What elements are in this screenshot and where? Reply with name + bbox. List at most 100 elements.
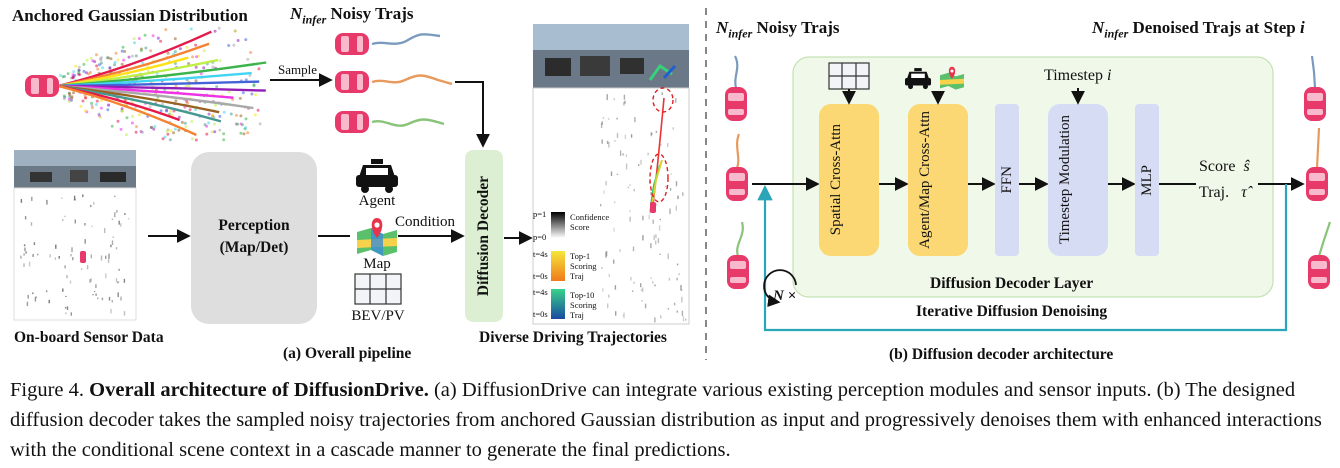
lidar-point <box>93 202 95 205</box>
loop-label: N × <box>773 288 797 304</box>
lidar-point <box>74 219 76 224</box>
scatter-dot <box>82 62 86 66</box>
map-point <box>685 318 687 321</box>
scatter-dot <box>77 65 81 69</box>
lidar-point <box>84 223 86 226</box>
scatter-dot <box>143 33 147 37</box>
lidar-point <box>27 294 29 299</box>
scatter-dot <box>113 60 117 64</box>
timestep-label: Timestep i <box>1044 67 1112 84</box>
scatter-dot <box>218 128 222 132</box>
lidar-point <box>72 257 74 261</box>
lidar-point <box>23 253 25 256</box>
scatter-dot <box>165 129 169 133</box>
scatter-dot <box>87 72 91 76</box>
map-point <box>602 288 604 292</box>
scatter-dot <box>222 132 226 136</box>
scatter-dot <box>132 37 136 41</box>
lidar-point <box>66 306 69 310</box>
lidar-point <box>116 209 118 213</box>
map-point <box>642 235 644 241</box>
lidar-point <box>73 195 76 201</box>
lidar-point <box>100 255 103 261</box>
map-point <box>655 203 658 206</box>
map-point <box>622 153 624 156</box>
map-point <box>660 144 662 146</box>
lidar-point <box>32 254 34 257</box>
scatter-dot <box>194 108 198 112</box>
scatter-dot <box>89 56 93 60</box>
scatter-dot <box>123 50 127 53</box>
scatter-dot <box>222 138 226 142</box>
scatter-dot <box>211 113 215 117</box>
scatter-dot <box>189 27 193 31</box>
scatter-dot <box>241 91 245 95</box>
scatter-dot <box>194 43 198 47</box>
lidar-point <box>64 265 66 269</box>
top10-colorbar <box>551 289 565 319</box>
legend-top1-title: Top-1 Scoring Traj <box>570 251 597 281</box>
lidar-point <box>111 240 114 245</box>
scatter-dot <box>125 116 129 120</box>
scatter-dot <box>248 74 252 77</box>
map-point <box>613 98 615 101</box>
lidar-point <box>62 288 64 292</box>
scatter-dot <box>211 65 215 69</box>
score-output: Score ŝ <box>1199 158 1250 175</box>
lidar-point <box>28 261 31 267</box>
scatter-dot <box>239 131 243 135</box>
scatter-dot <box>105 56 109 60</box>
scatter-dot <box>218 59 222 63</box>
scatter-dot <box>218 114 222 118</box>
scatter-dot <box>205 132 209 136</box>
lidar-point <box>64 306 67 309</box>
map-point <box>682 316 685 322</box>
agentmap-label: Agent/Map Cross-Attn <box>917 111 933 249</box>
scatter-dot <box>184 125 188 129</box>
scatter-dot <box>152 127 156 131</box>
scatter-dot <box>217 26 221 30</box>
map-point <box>667 308 670 310</box>
perception-line2: (Map/Det) <box>219 239 289 256</box>
scatter-dot <box>151 34 155 38</box>
scatter-dot <box>232 43 236 47</box>
scatter-dot <box>149 49 153 53</box>
lidar-point <box>101 297 104 301</box>
scatter-dot <box>242 132 246 136</box>
map-point <box>603 190 605 195</box>
scatter-dot <box>137 37 141 40</box>
lidar-point <box>90 254 92 259</box>
modulation-label: Timestep Modulation <box>1057 115 1073 245</box>
perception-line1: Perception <box>218 217 290 234</box>
map-point <box>634 117 636 123</box>
agentmap-crossattn-block <box>908 104 968 256</box>
scatter-dot <box>185 45 189 49</box>
scatter-dot <box>177 115 181 119</box>
map-point <box>682 192 684 196</box>
scatter-dot <box>246 57 250 61</box>
scatter-dot <box>95 64 99 68</box>
map-point <box>602 117 605 119</box>
scatter-dot <box>256 108 260 112</box>
loop-icon <box>763 269 797 307</box>
scatter-dot <box>159 39 163 43</box>
grid-icon <box>828 62 870 90</box>
scatter-dot <box>194 79 198 83</box>
scatter-dot <box>81 99 85 103</box>
scatter-dot <box>134 54 138 58</box>
agentmap-label-wrap: Agent/Map Cross-Attn <box>908 104 968 256</box>
lidar-point <box>65 295 67 297</box>
legend-conf-bottom: p=0 <box>533 232 547 242</box>
scatter-dot <box>164 28 168 32</box>
lidar-point <box>24 247 26 252</box>
anchored-gaussian-plot <box>25 26 267 142</box>
map-point <box>670 173 672 175</box>
lidar-point <box>118 268 120 271</box>
lidar-point <box>120 223 122 227</box>
scatter-dot <box>159 109 163 113</box>
scatter-dot <box>116 58 120 62</box>
scatter-dot <box>210 130 214 134</box>
map-point <box>653 235 655 241</box>
map-point <box>625 163 628 170</box>
map-point <box>616 132 619 138</box>
